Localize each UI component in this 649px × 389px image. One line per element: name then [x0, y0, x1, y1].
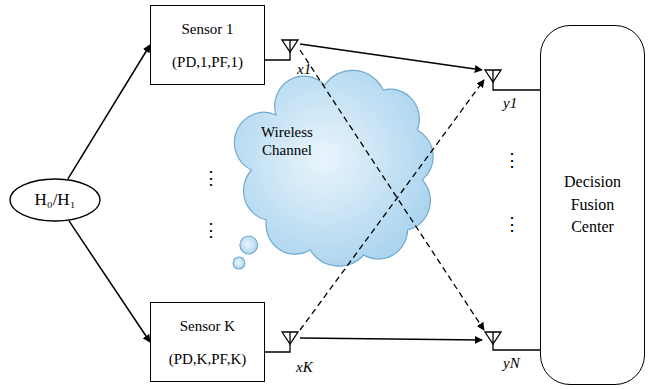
- flow-arrow: [68, 45, 150, 179]
- antenna-symbol: [265, 40, 298, 60]
- antenna-symbol: [265, 332, 298, 352]
- channel-arrow: [300, 44, 482, 70]
- sensor-box: Sensor 1 (PD,1,PF,1): [150, 5, 265, 85]
- hypothesis-ellipse: H₀/H₁: [9, 178, 101, 222]
- signal-label: y1: [503, 95, 517, 111]
- label-holder: y1: [503, 94, 517, 112]
- node-title: Sensor K: [180, 317, 235, 335]
- node-title: Decision Fusion Center: [558, 171, 628, 238]
- node-title: H₀/H₁: [34, 190, 75, 210]
- label-holder: ⋮: [202, 168, 220, 190]
- ellipsis-mark: ⋮: [202, 220, 220, 240]
- node-title: Sensor 1: [181, 20, 233, 38]
- node-detail: (PD,K,PF,K): [169, 350, 247, 368]
- cloud-outline: [237, 55, 432, 275]
- ellipsis-mark: ⋮: [503, 214, 521, 234]
- channel-arrow: [300, 338, 482, 340]
- label-holder: yN: [503, 354, 520, 372]
- ellipsis-mark: ⋮: [503, 150, 521, 170]
- signal-label: yN: [503, 355, 520, 371]
- channel-cloud: Wireless Channel: [237, 55, 432, 275]
- label-holder: ⋮: [503, 214, 521, 236]
- label-holder: ⋮: [503, 150, 521, 172]
- node-detail: (PD,1,PF,1): [172, 53, 243, 71]
- node-title: Wireless Channel: [251, 123, 323, 159]
- label-holder: x1: [297, 60, 311, 78]
- signal-label: x1: [297, 61, 311, 77]
- fusion-center-box: Decision Fusion Center: [540, 25, 645, 385]
- antenna-symbol: [485, 70, 540, 90]
- ellipsis-mark: ⋮: [202, 168, 220, 188]
- antenna-symbol: [485, 332, 540, 350]
- sensor-box: Sensor K (PD,K,PF,K): [150, 302, 265, 382]
- flow-arrow: [69, 221, 150, 342]
- label-holder: ⋮: [202, 220, 220, 242]
- label-holder: xK: [296, 358, 313, 376]
- signal-label: xK: [296, 359, 313, 375]
